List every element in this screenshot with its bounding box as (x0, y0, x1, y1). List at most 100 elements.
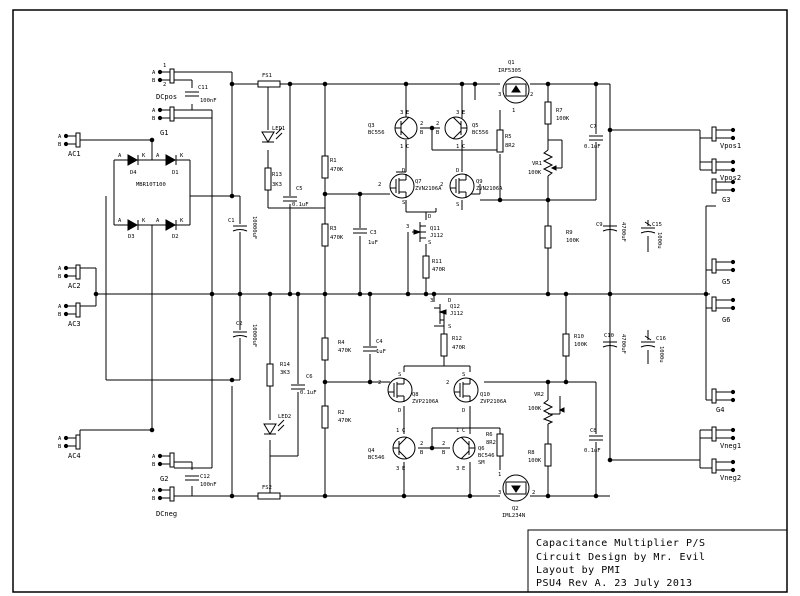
svg-text:C: C (462, 428, 465, 434)
svg-text:C2: C2 (236, 321, 243, 327)
resistor-r3[interactable]: R3 470K (321, 223, 344, 247)
svg-text:D: D (428, 214, 431, 220)
capacitor-c8[interactable]: C8 0.1uF (584, 428, 604, 454)
capacitor-c15[interactable]: C15 1000u (640, 221, 662, 249)
fuse-fs1[interactable]: FS1 (257, 73, 281, 88)
connector-vpos1[interactable]: Vpos1 (711, 126, 741, 150)
svg-text:D4: D4 (130, 170, 137, 176)
jfet-q11[interactable]: D S 3 Q11 J112 (406, 214, 443, 246)
svg-text:Q7: Q7 (415, 179, 422, 185)
connector-ac3[interactable]: A B AC3 (58, 302, 81, 328)
connector-g2[interactable]: A B G2 (152, 452, 175, 483)
connector-vneg1[interactable]: Vneg1 (711, 426, 741, 450)
svg-text:100nF: 100nF (200, 482, 217, 488)
connector-dcpos[interactable]: A B 1 2 DCpos (152, 63, 177, 101)
capacitor-c16[interactable]: C16 1000u (640, 335, 666, 363)
diode-d2[interactable]: A K D2 (156, 218, 184, 240)
dcneg-label: DCneg (156, 510, 177, 518)
potentiometer-vr1[interactable]: VR1 100K (528, 149, 557, 177)
svg-text:2: 2 (378, 182, 381, 188)
svg-text:R13: R13 (272, 172, 282, 178)
connector-ac2[interactable]: A B AC2 (58, 264, 81, 290)
svg-text:A: A (156, 153, 160, 159)
capacitor-c1[interactable]: C1 10000uF (228, 216, 257, 239)
svg-text:Q11: Q11 (430, 226, 440, 232)
resistor-r9[interactable]: R9 100K (544, 225, 580, 249)
connector-g6[interactable]: G6 (711, 296, 736, 324)
capacitor-c7[interactable]: C7 0.1uF (584, 124, 604, 150)
led-led2[interactable]: LED2 (263, 414, 291, 435)
mosfet-q7[interactable]: Q7 ZVN2106A 2 D S (378, 168, 442, 206)
fuse-fs2[interactable]: FS2 (257, 485, 281, 500)
capacitor-c12[interactable]: C12 100nF (184, 474, 217, 488)
svg-text:0.1uF: 0.1uF (292, 202, 309, 208)
resistor-r4[interactable]: R4 470K (321, 337, 352, 361)
mosfet-q8[interactable]: Q8 ZVP2106A 2 S D (378, 372, 439, 414)
resistor-r8[interactable]: R8 100K (528, 443, 552, 467)
resistor-r10[interactable]: R10 100K (562, 333, 588, 357)
capacitor-c9[interactable]: C9 4700uF (596, 222, 626, 242)
connector-dcneg[interactable]: A B DCneg (152, 486, 177, 518)
diode-d1[interactable]: A K D1 (156, 153, 184, 176)
connector-g1[interactable]: A B G1 (152, 106, 175, 137)
connector-ac1[interactable]: A B AC1 (58, 132, 81, 158)
potentiometer-vr2[interactable]: VR2 100K (528, 392, 565, 425)
svg-text:C5: C5 (296, 186, 303, 192)
resistor-r6[interactable]: R6 8R2 (486, 432, 504, 457)
title-block: Capacitance Multiplier P/S Circuit Desig… (527, 529, 788, 593)
svg-text:A: A (152, 454, 156, 460)
transistor-q6[interactable]: Q6 BC546 SM 1 C 2 B 3 E (442, 428, 495, 472)
capacitor-c5[interactable]: C5 0.1uF (282, 186, 309, 208)
connector-vneg2[interactable]: Vneg2 (711, 458, 741, 482)
resistor-r7[interactable]: R7 100K (544, 101, 570, 125)
connector-g5[interactable]: G5 (711, 258, 736, 286)
capacitor-c3[interactable]: C3 1uF (352, 228, 378, 246)
mosfet-q9[interactable]: Q9 ZVN2106A 2 D S (440, 168, 503, 208)
capacitor-c4[interactable]: C4 1uF (362, 339, 386, 355)
svg-text:B: B (58, 142, 62, 148)
mosfet-q10[interactable]: Q10 ZVP2106A 2 S D (446, 372, 507, 414)
dcpos-label: DCpos (156, 93, 177, 101)
resistor-r1[interactable]: R1 470K (321, 155, 344, 179)
capacitor-c11[interactable]: C11 100nF (184, 85, 217, 104)
svg-text:3: 3 (498, 490, 501, 496)
svg-text:D: D (462, 408, 465, 414)
transistor-q3[interactable]: Q3 BC556 3 E 2 B 1 C (368, 110, 424, 150)
resistor-r2[interactable]: R2 470K (321, 405, 352, 429)
diode-d4[interactable]: A K D4 (118, 153, 146, 176)
resistor-r14[interactable]: R14 3K3 (266, 362, 291, 387)
resistor-r13[interactable]: R13 3K3 (264, 167, 282, 191)
capacitor-c10[interactable]: C10 4700uF (602, 333, 626, 354)
capacitor-c2[interactable]: C2 10000uF (232, 321, 257, 347)
svg-text:C9: C9 (596, 222, 603, 228)
jfet-q12[interactable]: 3 D S Q12 J112 (430, 298, 463, 330)
connector-vpos2[interactable]: Vpos2 (711, 158, 741, 182)
transistor-q5[interactable]: Q5 BC556 3 E 2 B 1 C (436, 110, 489, 150)
svg-text:100K: 100K (528, 406, 542, 412)
led-led1[interactable]: LED1 (261, 126, 285, 143)
svg-text:K: K (180, 153, 184, 159)
svg-text:1: 1 (512, 108, 515, 114)
connector-ac4[interactable]: A B AC4 (58, 434, 81, 460)
mosfet-q1[interactable]: Q1 IRF5305 3 2 1 (498, 60, 533, 114)
resistor-r5[interactable]: R5 8R2 (496, 129, 515, 153)
svg-text:B: B (152, 462, 156, 468)
connector-g4[interactable]: G4 (711, 388, 736, 414)
svg-text:100K: 100K (566, 238, 580, 244)
svg-text:C: C (462, 144, 465, 150)
resistor-r11[interactable]: R11 470R (422, 255, 446, 279)
mosfet-q2[interactable]: 1 3 2 Q2 IML234N (498, 472, 535, 519)
vpos2-label: Vpos2 (720, 174, 741, 182)
svg-text:C16: C16 (656, 336, 666, 342)
svg-text:S: S (448, 324, 451, 330)
connector-g3[interactable]: G3 (711, 178, 736, 204)
svg-text:C: C (406, 144, 409, 150)
capacitor-c6[interactable]: C6 0.1uF (290, 374, 317, 396)
svg-text:B: B (58, 274, 62, 280)
diode-d3[interactable]: A K D3 (118, 218, 146, 240)
svg-text:1uF: 1uF (368, 240, 378, 246)
ac2-label: AC2 (68, 282, 81, 290)
svg-text:B: B (58, 444, 62, 450)
transistor-q4[interactable]: Q4 BC546 1 C 2 B 3 E (368, 428, 424, 472)
resistor-r12[interactable]: R12 470R (440, 333, 466, 357)
